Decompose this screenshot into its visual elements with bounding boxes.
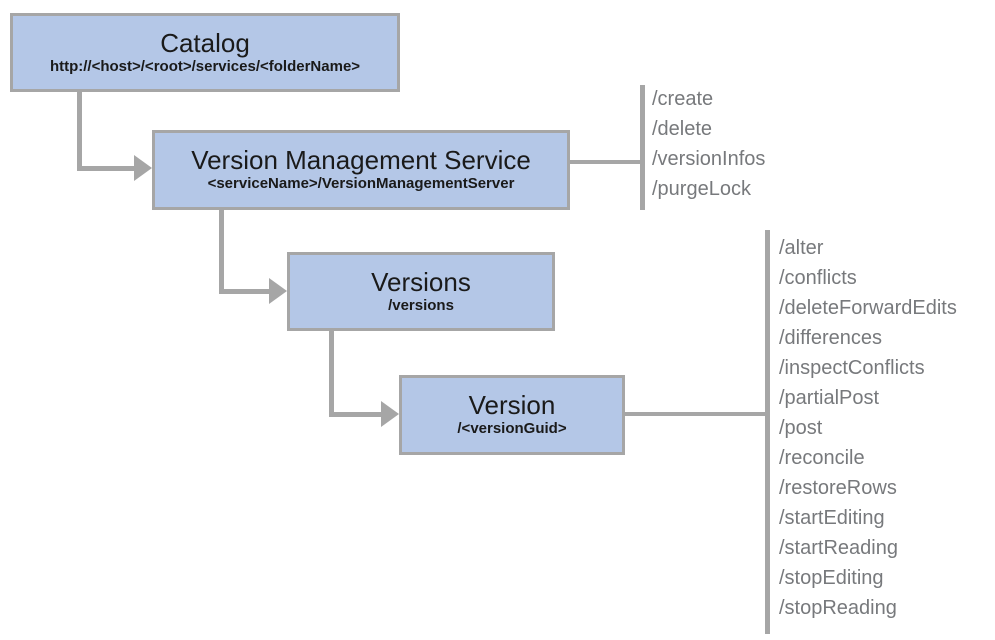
endpoint-item: /deleteForwardEdits: [779, 297, 957, 319]
endpoint-item: /create: [652, 88, 714, 110]
arrowhead-icon: [381, 401, 399, 427]
endpoint-item: /startEditing: [779, 507, 885, 529]
node-title: Catalog: [160, 27, 250, 58]
connector-versions-to-version-vertical: [329, 331, 334, 417]
node-title: Version Management Service: [191, 145, 531, 176]
endpoint-item: /reconcile: [779, 447, 865, 469]
endpoint-rail-vms: [640, 85, 645, 210]
endpoint-item: /stopReading: [779, 597, 897, 619]
endpoint-item: /purgeLock: [652, 178, 751, 200]
connector-catalog-to-vms-horizontal: [77, 166, 134, 171]
endpoint-item: /conflicts: [779, 267, 857, 289]
node-subtitle: /versions: [388, 296, 454, 314]
endpoint-item: /partialPost: [779, 387, 880, 409]
node-version: Version /<versionGuid>: [399, 375, 625, 455]
endpoint-item: /inspectConflicts: [779, 357, 925, 379]
node-catalog: Catalog http://<host>/<root>/services/<f…: [10, 13, 400, 92]
endpoint-list-vms: /create /delete /versionInfos /purgeLock: [652, 84, 765, 204]
endpoint-item: /stopEditing: [779, 567, 884, 589]
connector-vms-to-versions-vertical: [219, 210, 224, 294]
node-title: Version: [468, 390, 556, 421]
endpoint-item: /post: [779, 417, 823, 439]
endpoint-item: /differences: [779, 327, 883, 349]
connector-vms-to-endpoints: [570, 160, 640, 164]
node-versions: Versions /versions: [287, 252, 555, 331]
connector-version-to-endpoints: [625, 412, 765, 416]
endpoint-item: /delete: [652, 118, 713, 140]
endpoint-item: /versionInfos: [652, 148, 766, 170]
endpoint-item: /alter: [779, 237, 824, 259]
node-subtitle: <serviceName>/VersionManagementServer: [207, 175, 515, 193]
node-title: Versions: [371, 266, 471, 297]
endpoint-item: /startReading: [779, 537, 898, 559]
arrowhead-icon: [269, 278, 287, 304]
arrowhead-icon: [134, 155, 152, 181]
node-subtitle: /<versionGuid>: [457, 420, 567, 438]
node-version-management-service: Version Management Service <serviceName>…: [152, 130, 570, 210]
endpoint-list-version: /alter /conflicts /deleteForwardEdits /d…: [779, 233, 957, 623]
endpoint-item: /restoreRows: [779, 477, 897, 499]
connector-catalog-to-vms-vertical: [77, 92, 82, 171]
node-subtitle: http://<host>/<root>/services/<folderNam…: [49, 57, 361, 75]
endpoint-rail-version: [765, 230, 770, 634]
connector-versions-to-version-horizontal: [329, 412, 381, 417]
connector-vms-to-versions-horizontal: [219, 289, 269, 294]
